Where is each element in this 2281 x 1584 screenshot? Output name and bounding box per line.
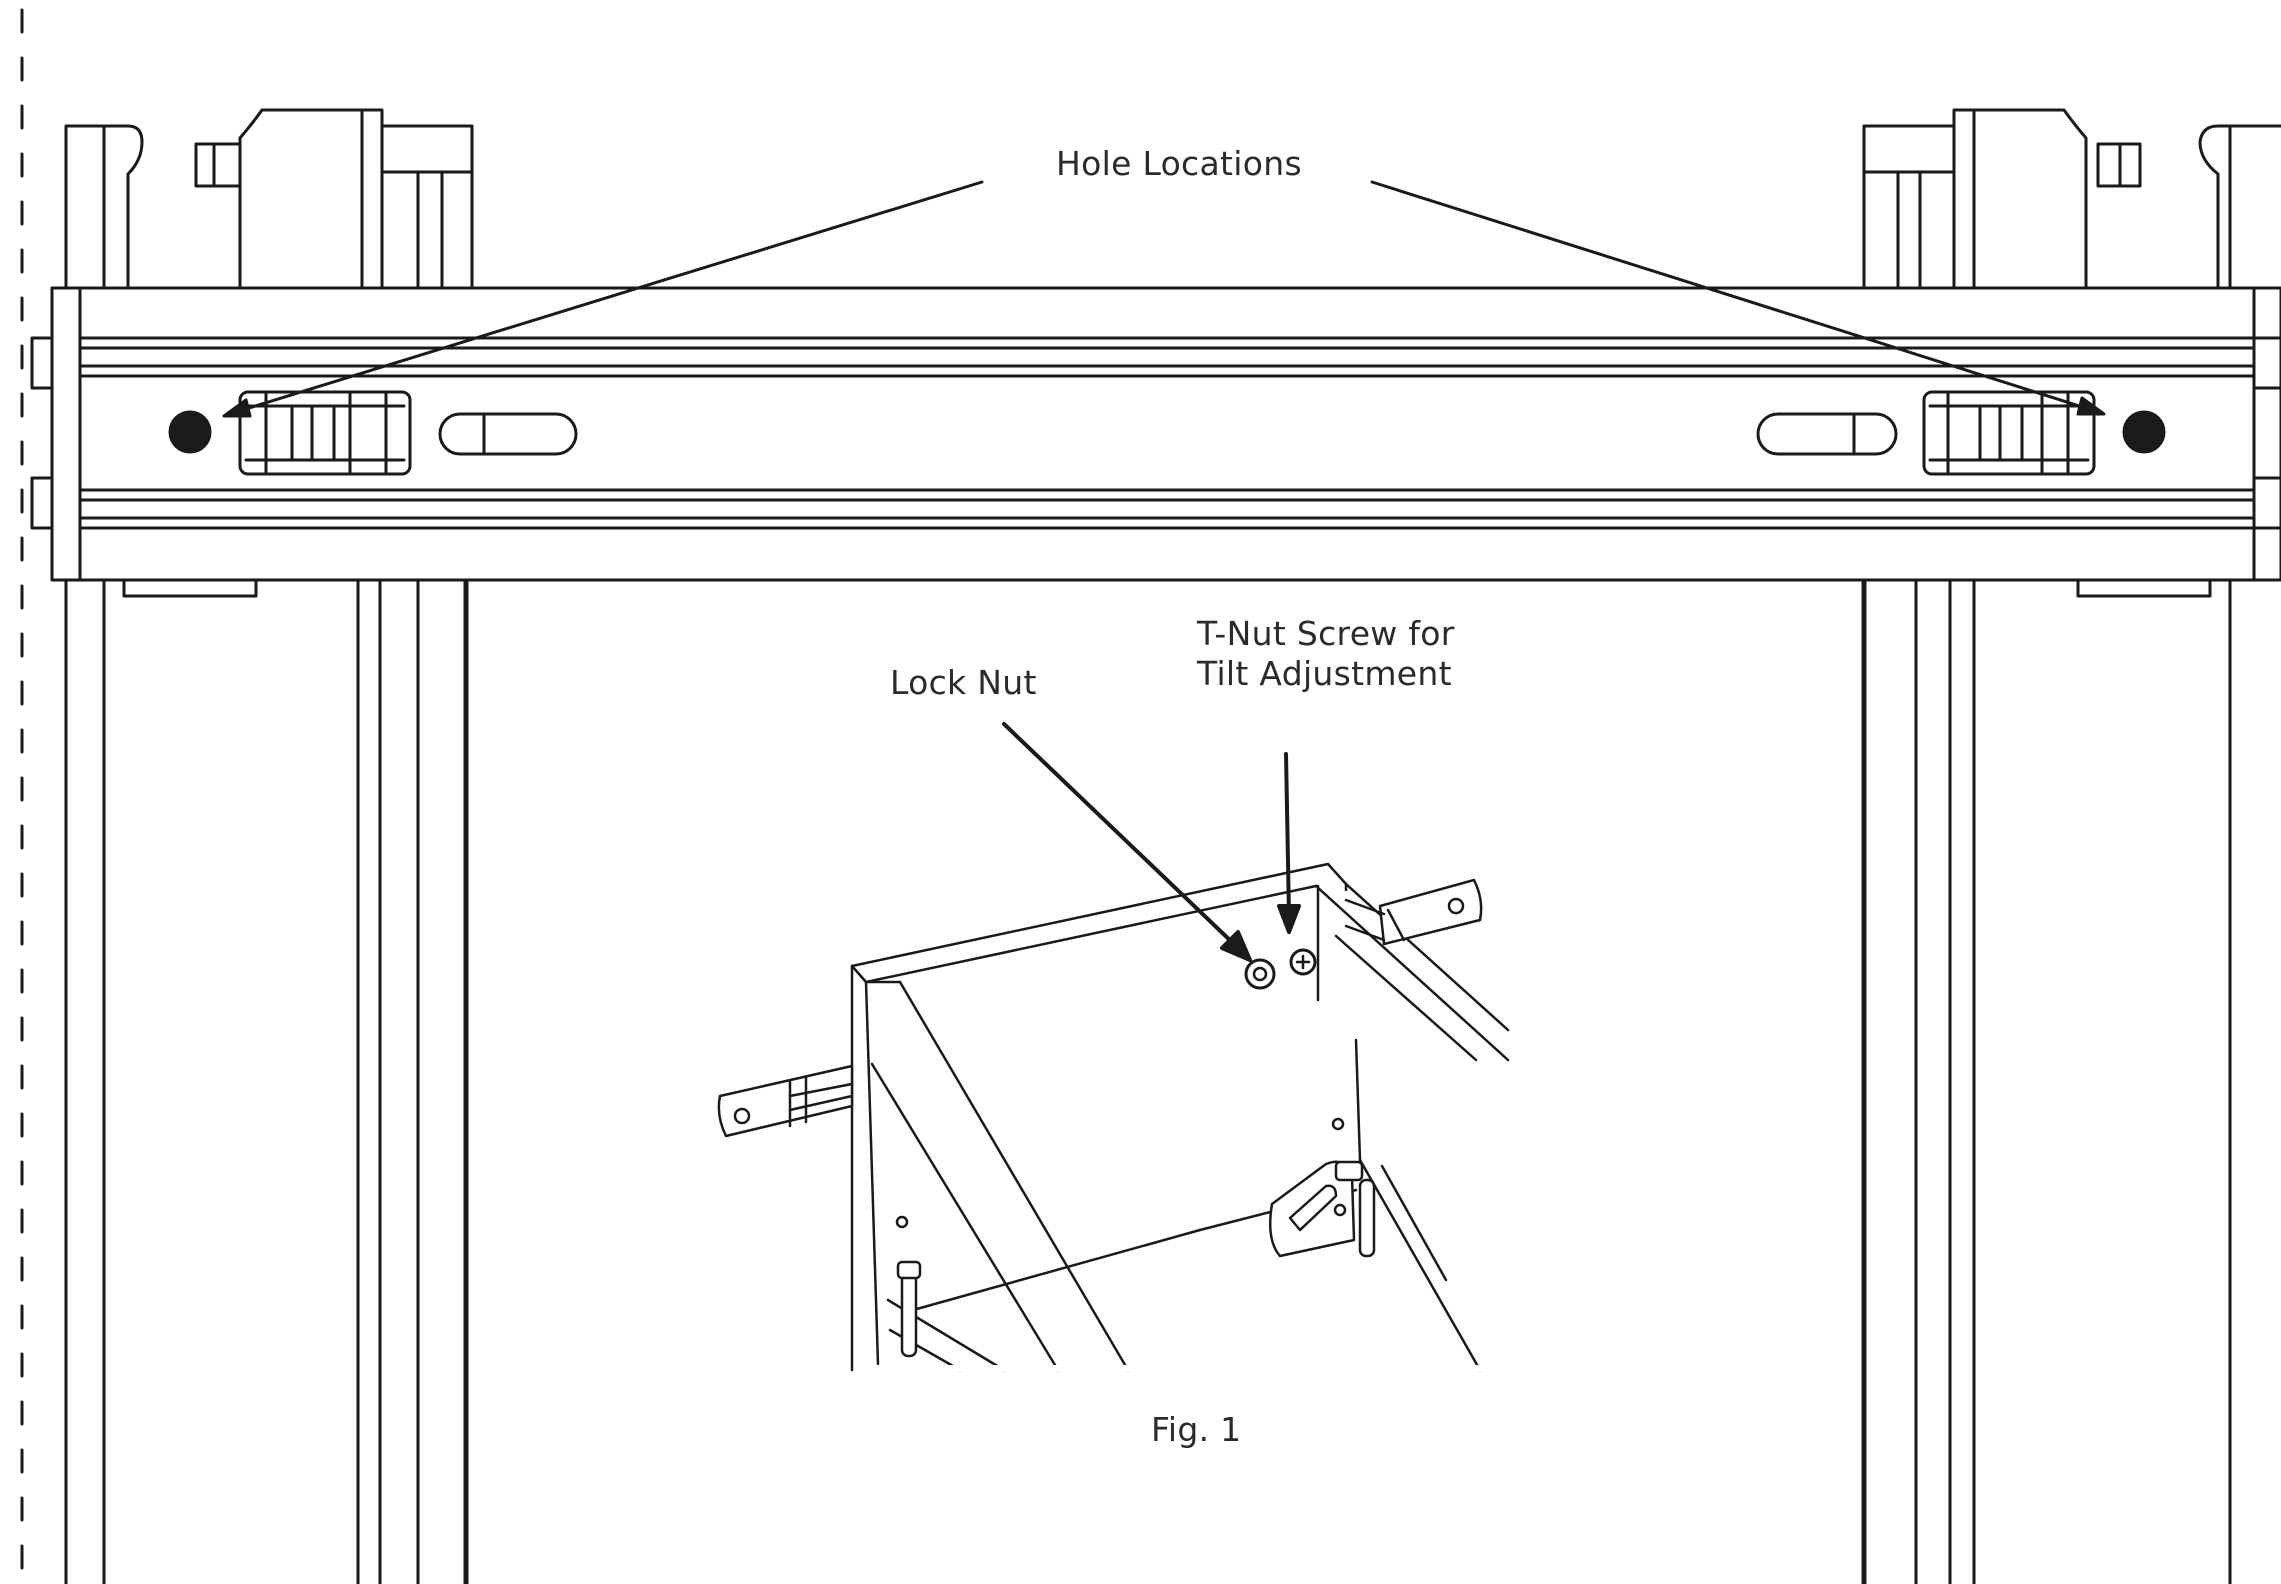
- right-hole-location: [2122, 410, 2166, 454]
- right-slot: [1756, 412, 1898, 456]
- left-slot: [438, 412, 578, 456]
- left-hole-location: [168, 410, 212, 454]
- tnut-screw-label-line2: Tilt Adjustment: [1197, 653, 1452, 693]
- hole-locations-label: Hole Locations: [1056, 144, 1302, 183]
- horizontal-rail: [30, 286, 2281, 582]
- lock-nut: [1244, 958, 1276, 990]
- lock-nut-label: Lock Nut: [890, 663, 1037, 702]
- tnut-screw-arrow: [1277, 752, 1301, 934]
- tnut-screw-label: T-Nut Screw for Tilt Adjustment: [1197, 614, 1455, 693]
- tilt-bracket-detail: [717, 862, 1510, 1372]
- right-upright-assembly: [1861, 108, 2281, 1584]
- left-upright-assembly: [64, 108, 474, 1584]
- figure-caption: Fig. 1: [1151, 1410, 1242, 1449]
- tnut-screw-label-line1: T-Nut Screw for: [1197, 614, 1455, 653]
- tnut-screw: [1289, 948, 1317, 976]
- lock-nut-arrow: [1002, 722, 1252, 962]
- hole-location-arrows: [222, 180, 2106, 418]
- right-rail-clamp: [1922, 390, 2096, 476]
- left-rail-clamp: [238, 390, 412, 476]
